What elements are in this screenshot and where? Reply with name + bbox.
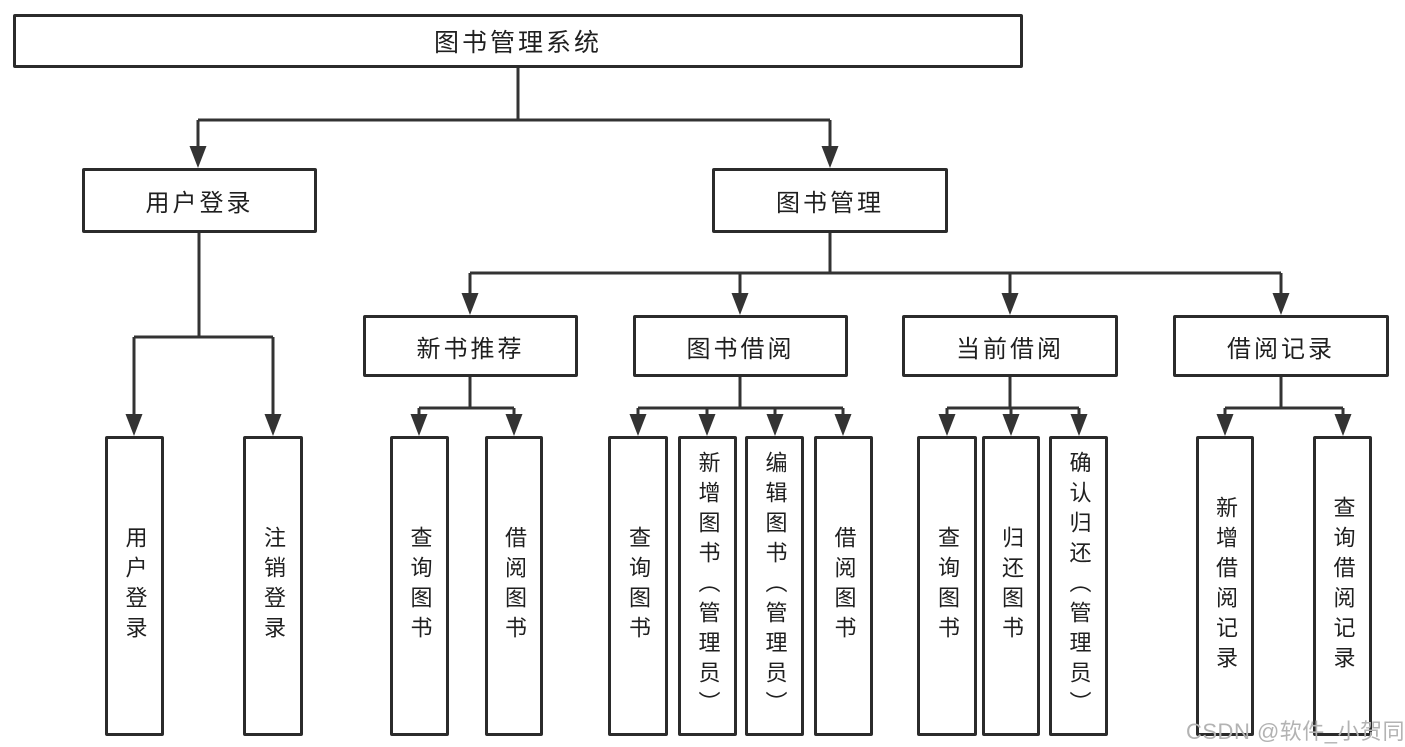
leaf-logout: 注销登录 [243,436,303,736]
arrowhead [505,414,523,436]
arrowhead [821,146,839,168]
arrowhead [766,414,784,436]
node-label: 借阅记录 [1227,335,1335,363]
arrowhead [461,293,479,315]
leaf-edit-book-admin: 编辑图书（管理员） [745,436,804,736]
node-book-management: 图书管理 [712,168,948,233]
connector-login-to-leaves [132,233,275,416]
leaf-label: 新增借阅记录 [1213,496,1238,676]
connector-records-to-leaves [1223,377,1345,418]
leaf-add-borrow-record: 新增借阅记录 [1196,436,1254,736]
node-current-borrowing: 当前借阅 [902,315,1118,377]
connector-borrow-to-leaves [636,377,845,418]
node-label: 用户登录 [145,190,254,217]
leaf-label: 新增图书（管理员） [695,451,721,721]
arrowhead [264,414,282,436]
node-borrowing-records: 借阅记录 [1173,315,1389,377]
connector-recommend-to-leaves [417,377,516,418]
node-book-borrowing: 图书借阅 [633,315,848,377]
arrowhead [125,414,143,436]
node-new-book-recommend: 新书推荐 [363,315,578,377]
arrowhead [938,414,956,436]
arrowhead [1334,414,1352,436]
csdn-watermark: CSDN @软件_小贺同学 [1186,719,1405,744]
leaf-borrow-books-recommend: 借阅图书 [485,436,543,736]
leaf-label: 用户登录 [122,526,148,646]
arrowhead [1216,414,1234,436]
connector-mgmt-to-level3 [468,233,1283,295]
leaf-label: 查询借阅记录 [1330,496,1356,676]
arrowhead [1001,293,1019,315]
node-label: 新书推荐 [416,335,525,363]
leaf-label: 查询图书 [407,526,433,646]
arrowhead [1002,414,1020,436]
arrowhead [1272,293,1290,315]
node-label: 图书借阅 [686,335,795,363]
connector-current-to-leaves [945,377,1081,418]
leaf-borrow-books: 借阅图书 [814,436,873,736]
node-user-login: 用户登录 [82,168,317,233]
leaf-add-book-admin: 新增图书（管理员） [678,436,737,736]
connector-root-to-level2 [196,68,832,148]
leaf-label: 查询图书 [935,526,960,646]
arrowhead [834,414,852,436]
leaf-label: 借阅图书 [502,526,527,646]
node-label: 图书管理 [776,190,884,217]
leaf-label: 编辑图书（管理员） [762,451,788,721]
leaf-query-borrow-record: 查询借阅记录 [1313,436,1372,736]
leaf-user-login: 用户登录 [105,436,164,736]
node-label: 当前借阅 [956,335,1064,363]
arrowhead [410,414,428,436]
leaf-confirm-return-admin: 确认归还（管理员） [1049,436,1108,736]
leaf-query-books-recommend: 查询图书 [390,436,449,736]
leaf-label: 确认归还（管理员） [1066,451,1092,721]
node-root-system: 图书管理系统 [13,14,1023,68]
leaf-query-books-current: 查询图书 [917,436,977,736]
arrowhead [731,293,749,315]
arrowhead [698,414,716,436]
leaf-label: 查询图书 [626,526,651,646]
leaf-query-books-borrow: 查询图书 [608,436,668,736]
arrowhead [189,146,207,168]
leaf-label: 注销登录 [261,526,286,646]
leaf-return-books: 归还图书 [982,436,1040,736]
arrowhead [1070,414,1088,436]
leaf-label: 借阅图书 [831,526,857,646]
leaf-label: 归还图书 [999,526,1024,646]
arrowhead [629,414,647,436]
node-label: 图书管理系统 [433,29,602,57]
